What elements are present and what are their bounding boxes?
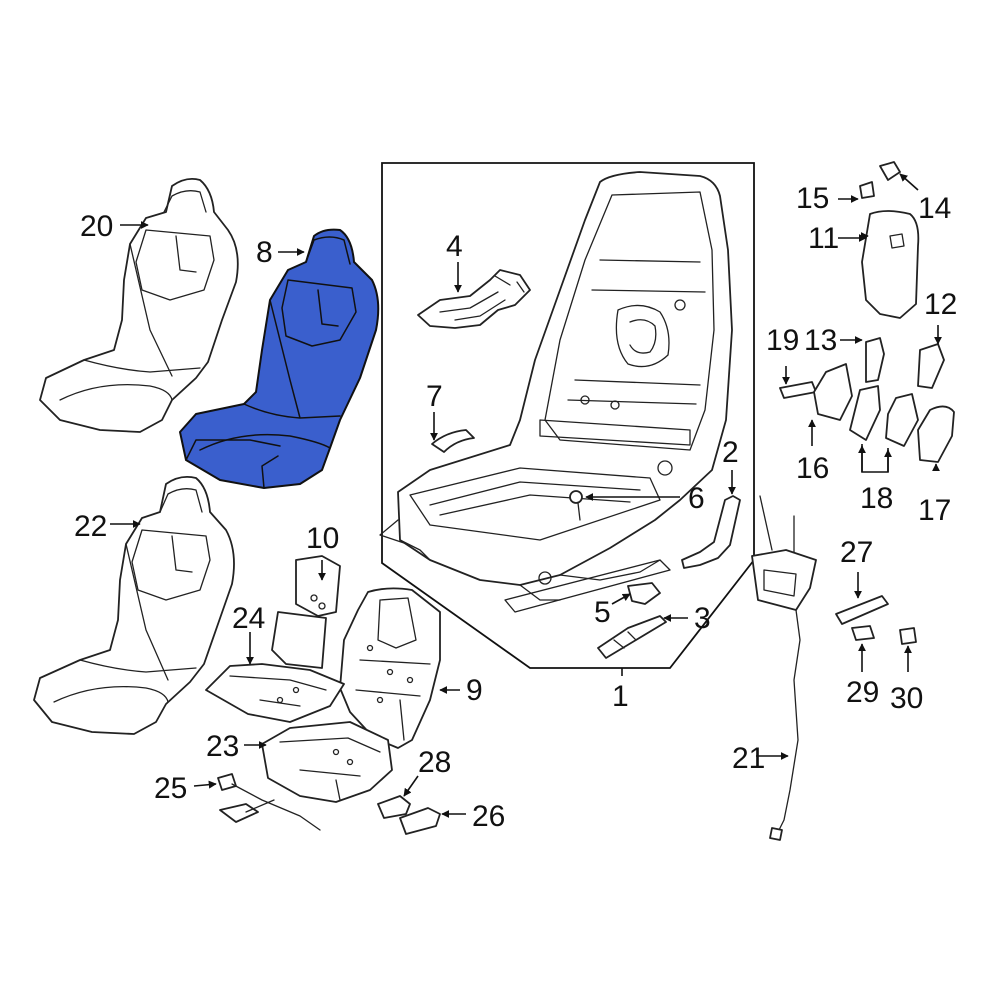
callout-26: 26: [472, 800, 505, 833]
callout-23: 23: [206, 730, 239, 763]
callout-22: 22: [74, 510, 107, 543]
part-10-panel: [295, 555, 341, 617]
part-7-clip: [431, 429, 475, 453]
part-3-rail: [597, 615, 667, 659]
callout-4: 4: [446, 230, 463, 263]
callout-7: 7: [426, 380, 443, 413]
callout-24: 24: [232, 602, 265, 635]
callout-10: 10: [306, 522, 339, 555]
part-2-trim: [681, 495, 741, 569]
part-29-cap: [851, 625, 875, 641]
part-16-trim: [813, 363, 853, 421]
callout-28: 28: [418, 746, 451, 779]
part-26-switch-cover: [399, 807, 441, 835]
part-15-clip: [859, 181, 875, 199]
callout-labels: 1 2 3 4 5 6 7 8 9 10 11 12 13 14 15 16 1…: [74, 182, 957, 833]
part-14-knob: [879, 161, 901, 181]
part-27-trim: [835, 595, 889, 625]
callout-8: 8: [256, 236, 273, 269]
part-9-backrest: [339, 587, 441, 749]
part-12-handle: [917, 343, 945, 389]
callout-14: 14: [918, 192, 951, 225]
callout-30: 30: [890, 682, 923, 715]
callout-16: 16: [796, 452, 829, 485]
callout-2: 2: [722, 436, 739, 469]
part-28-switch: [377, 795, 411, 819]
callout-3: 3: [694, 602, 711, 635]
callout-11: 11: [808, 222, 839, 255]
part-5-bracket: [627, 582, 661, 605]
callout-15: 15: [796, 182, 829, 215]
part-18-pair: [849, 385, 919, 447]
part-30-clip: [899, 627, 917, 645]
part-24-pad: [205, 663, 345, 723]
part-22-seat: [33, 475, 235, 735]
callout-25: 25: [154, 772, 187, 805]
part-21-module: [751, 495, 817, 841]
part-17-cover: [917, 405, 955, 463]
part-11-cover: [861, 210, 920, 319]
part-10-lower-panel: [271, 611, 327, 669]
seat-frame: [379, 171, 733, 613]
part-6-bolt: [569, 490, 583, 521]
frame-assembly-box: [381, 162, 755, 669]
callout-27: 27: [840, 536, 873, 569]
callout-13: 13: [804, 324, 837, 357]
callout-21: 21: [732, 742, 765, 775]
part-23-cushion: [261, 721, 393, 803]
callout-5: 5: [594, 596, 611, 629]
callout-9: 9: [466, 674, 483, 707]
part-19-strip: [779, 381, 817, 399]
callout-20: 20: [80, 210, 113, 243]
callout-6: 6: [688, 482, 705, 515]
part-4-bracket: [417, 269, 531, 329]
callout-18: 18: [860, 482, 893, 515]
callout-1: 1: [612, 680, 629, 713]
part-20-seat: [39, 177, 239, 433]
callout-12: 12: [924, 288, 957, 321]
callout-19: 19: [766, 324, 799, 357]
part-13-bracket: [865, 337, 885, 383]
leader-lines: [110, 173, 942, 818]
part-25-harness: [217, 773, 321, 831]
callout-29: 29: [846, 676, 879, 709]
callout-17: 17: [918, 494, 951, 527]
part-8-seat-highlighted: [179, 228, 380, 489]
